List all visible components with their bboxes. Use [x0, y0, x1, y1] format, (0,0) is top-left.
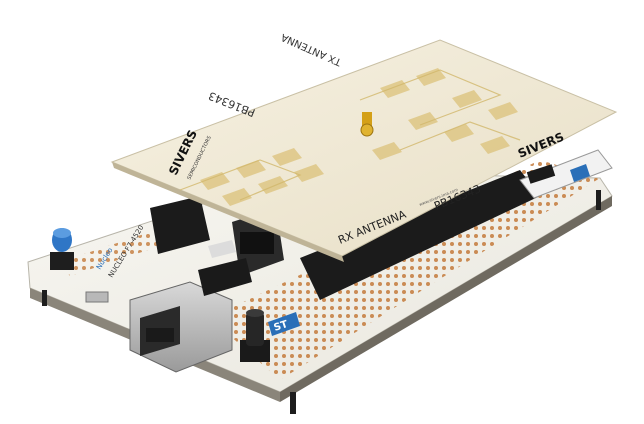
usb-port	[85, 291, 109, 303]
blue-user-button	[50, 228, 74, 270]
sma-connector	[360, 112, 374, 137]
patch-antenna-array	[200, 68, 518, 206]
svg-text:ST: ST	[273, 319, 290, 334]
interface-chip	[198, 240, 252, 296]
st-logo: ST	[268, 312, 300, 336]
tx-antenna-label: TX ANTENNA	[280, 31, 345, 68]
part-number-top: PB16343	[207, 89, 257, 119]
standoff-leg	[290, 392, 296, 414]
header-hole-row	[210, 160, 600, 380]
breakout-board	[519, 149, 613, 199]
ethernet-jack	[129, 281, 233, 373]
black-reset-button	[240, 309, 270, 362]
standoff-leg	[42, 290, 47, 306]
standoff-leg	[596, 190, 601, 210]
